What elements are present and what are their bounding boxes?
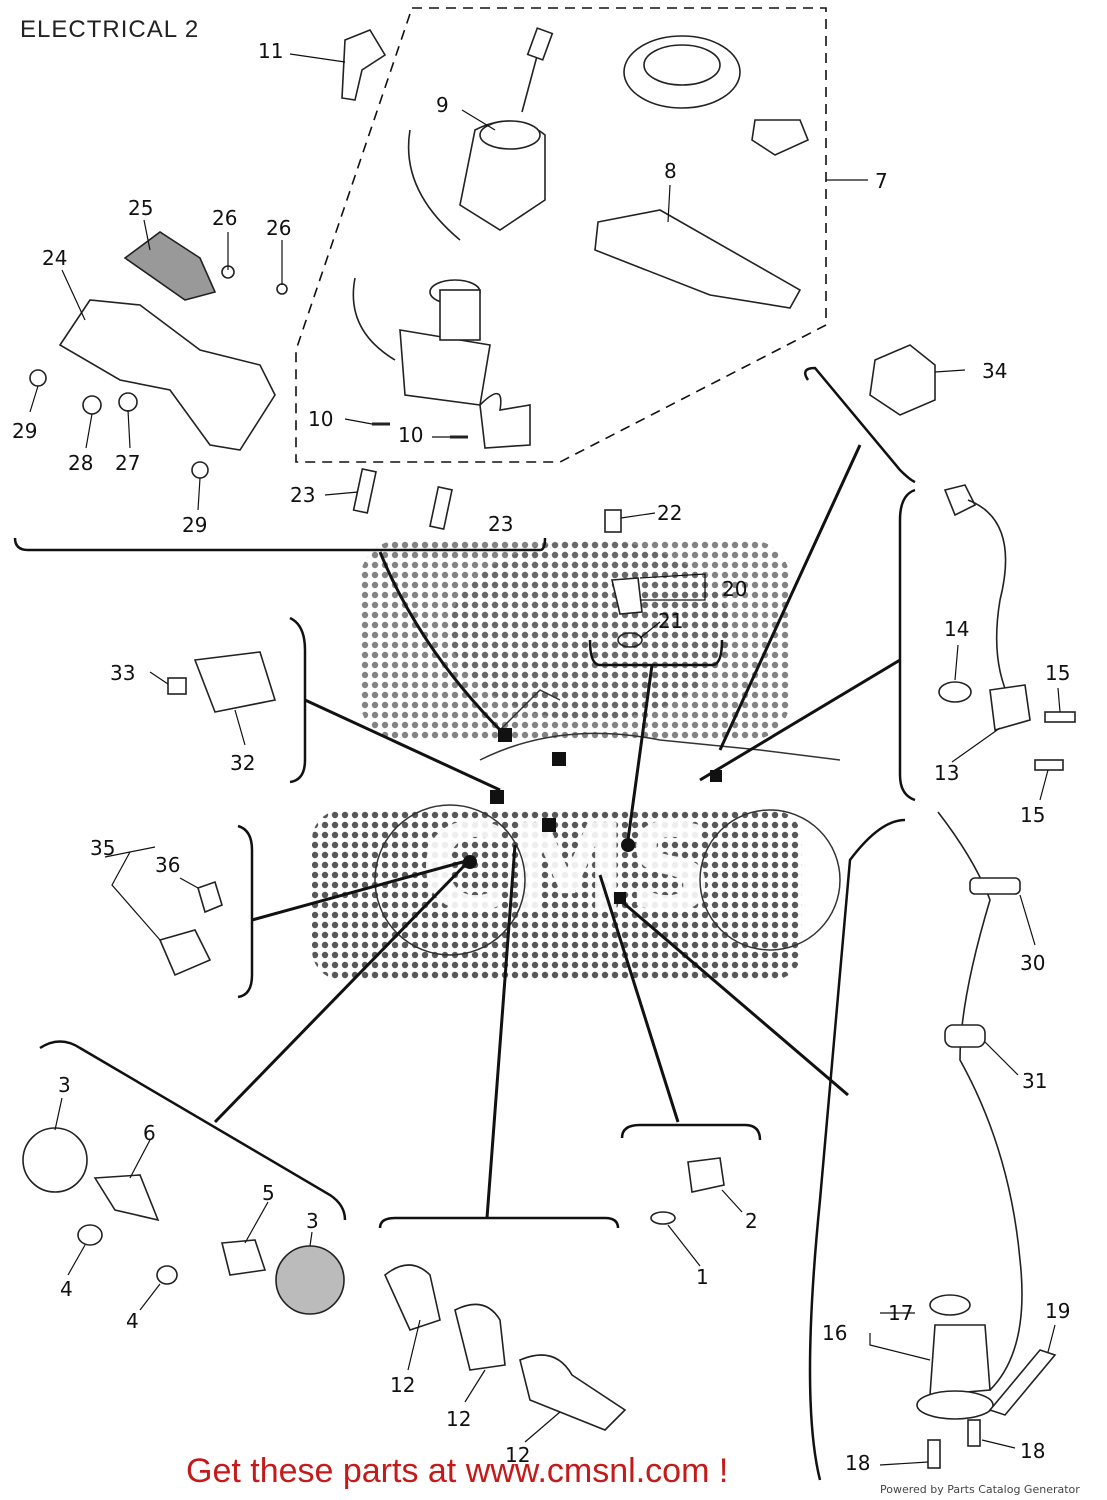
callout-4: 4: [126, 1309, 139, 1333]
ignition-set-dashed-boundary: [295, 7, 827, 463]
callout-23: 23: [290, 483, 315, 507]
callout-24: 24: [42, 246, 67, 270]
sensor-32-part: [193, 651, 277, 713]
callout-6: 6: [143, 1121, 156, 1145]
temp-sensor-part: [687, 1157, 725, 1193]
callout-22: 22: [657, 501, 682, 525]
callout-3: 3: [58, 1073, 71, 1097]
callout-12: 12: [505, 1443, 530, 1467]
connector-35-part: [158, 929, 212, 977]
callout-27: 27: [115, 451, 140, 475]
watermark-logo: CMS: [312, 540, 802, 980]
callout-15: 15: [1020, 803, 1045, 827]
callout-18: 18: [1020, 1439, 1045, 1463]
callout-26: 26: [212, 206, 237, 230]
harness-part: [937, 811, 1023, 1391]
panel-outlines: [13, 366, 916, 1481]
callout-25: 25: [128, 196, 153, 220]
callout-13: 13: [934, 761, 959, 785]
callout-4: 4: [60, 1277, 73, 1301]
sensor-13-part: [989, 684, 1031, 732]
callout-33: 33: [110, 661, 135, 685]
ignition-coil-part-1: [384, 1264, 441, 1331]
callout-36: 36: [155, 853, 180, 877]
callout-31: 31: [1022, 1069, 1047, 1093]
callout-23: 23: [488, 512, 513, 536]
key-part: [341, 29, 387, 101]
watermark-text: CMS: [420, 800, 714, 939]
callout-12: 12: [446, 1407, 471, 1431]
callout-16: 16: [822, 1321, 847, 1345]
motorcycle-silhouette: [374, 689, 841, 956]
callout-5: 5: [262, 1181, 275, 1205]
callout-12: 12: [390, 1373, 415, 1397]
callout-29: 29: [12, 419, 37, 443]
callout-32: 32: [230, 751, 255, 775]
relay-part: [869, 344, 936, 416]
callout-11: 11: [258, 39, 283, 63]
callout-30: 30: [1020, 951, 1045, 975]
callout-26: 26: [266, 216, 291, 240]
callout-29: 29: [182, 513, 207, 537]
callout-21: 21: [658, 609, 683, 633]
callout-3: 3: [306, 1209, 319, 1233]
cta-link[interactable]: Get these parts at www.cmsnl.com !: [186, 1452, 729, 1490]
callout-18: 18: [845, 1451, 870, 1475]
callout-9: 9: [436, 93, 449, 117]
ignition-coil-part-2: [454, 1303, 506, 1371]
callout-15: 15: [1045, 661, 1070, 685]
parts-line-art: [22, 27, 1076, 1469]
fuel-pump-part: [929, 1324, 991, 1396]
callout-14: 14: [944, 617, 969, 641]
mount-points: [463, 728, 722, 904]
callout-2: 2: [745, 1209, 758, 1233]
pad-part: [594, 209, 802, 309]
page-title: ELECTRICAL 2: [20, 16, 200, 43]
bracket-part: [58, 299, 276, 451]
panel-leader-lines: [213, 444, 901, 1219]
callout-10: 10: [398, 423, 423, 447]
callout-28: 28: [68, 451, 93, 475]
callout-35: 35: [90, 836, 115, 860]
callout-8: 8: [664, 159, 677, 183]
callout-7: 7: [875, 169, 888, 193]
powered-by-text: Powered by Parts Catalog Generator: [880, 1483, 1080, 1496]
callout-1: 1: [696, 1265, 709, 1289]
callout-20: 20: [722, 577, 747, 601]
callout-10: 10: [308, 407, 333, 431]
ignition-coil-part-3: [519, 1354, 627, 1431]
callout-19: 19: [1045, 1299, 1070, 1323]
callout-34: 34: [982, 359, 1007, 383]
callout-leaders: [29, 53, 1061, 1466]
callout-17: 17: [888, 1301, 913, 1325]
